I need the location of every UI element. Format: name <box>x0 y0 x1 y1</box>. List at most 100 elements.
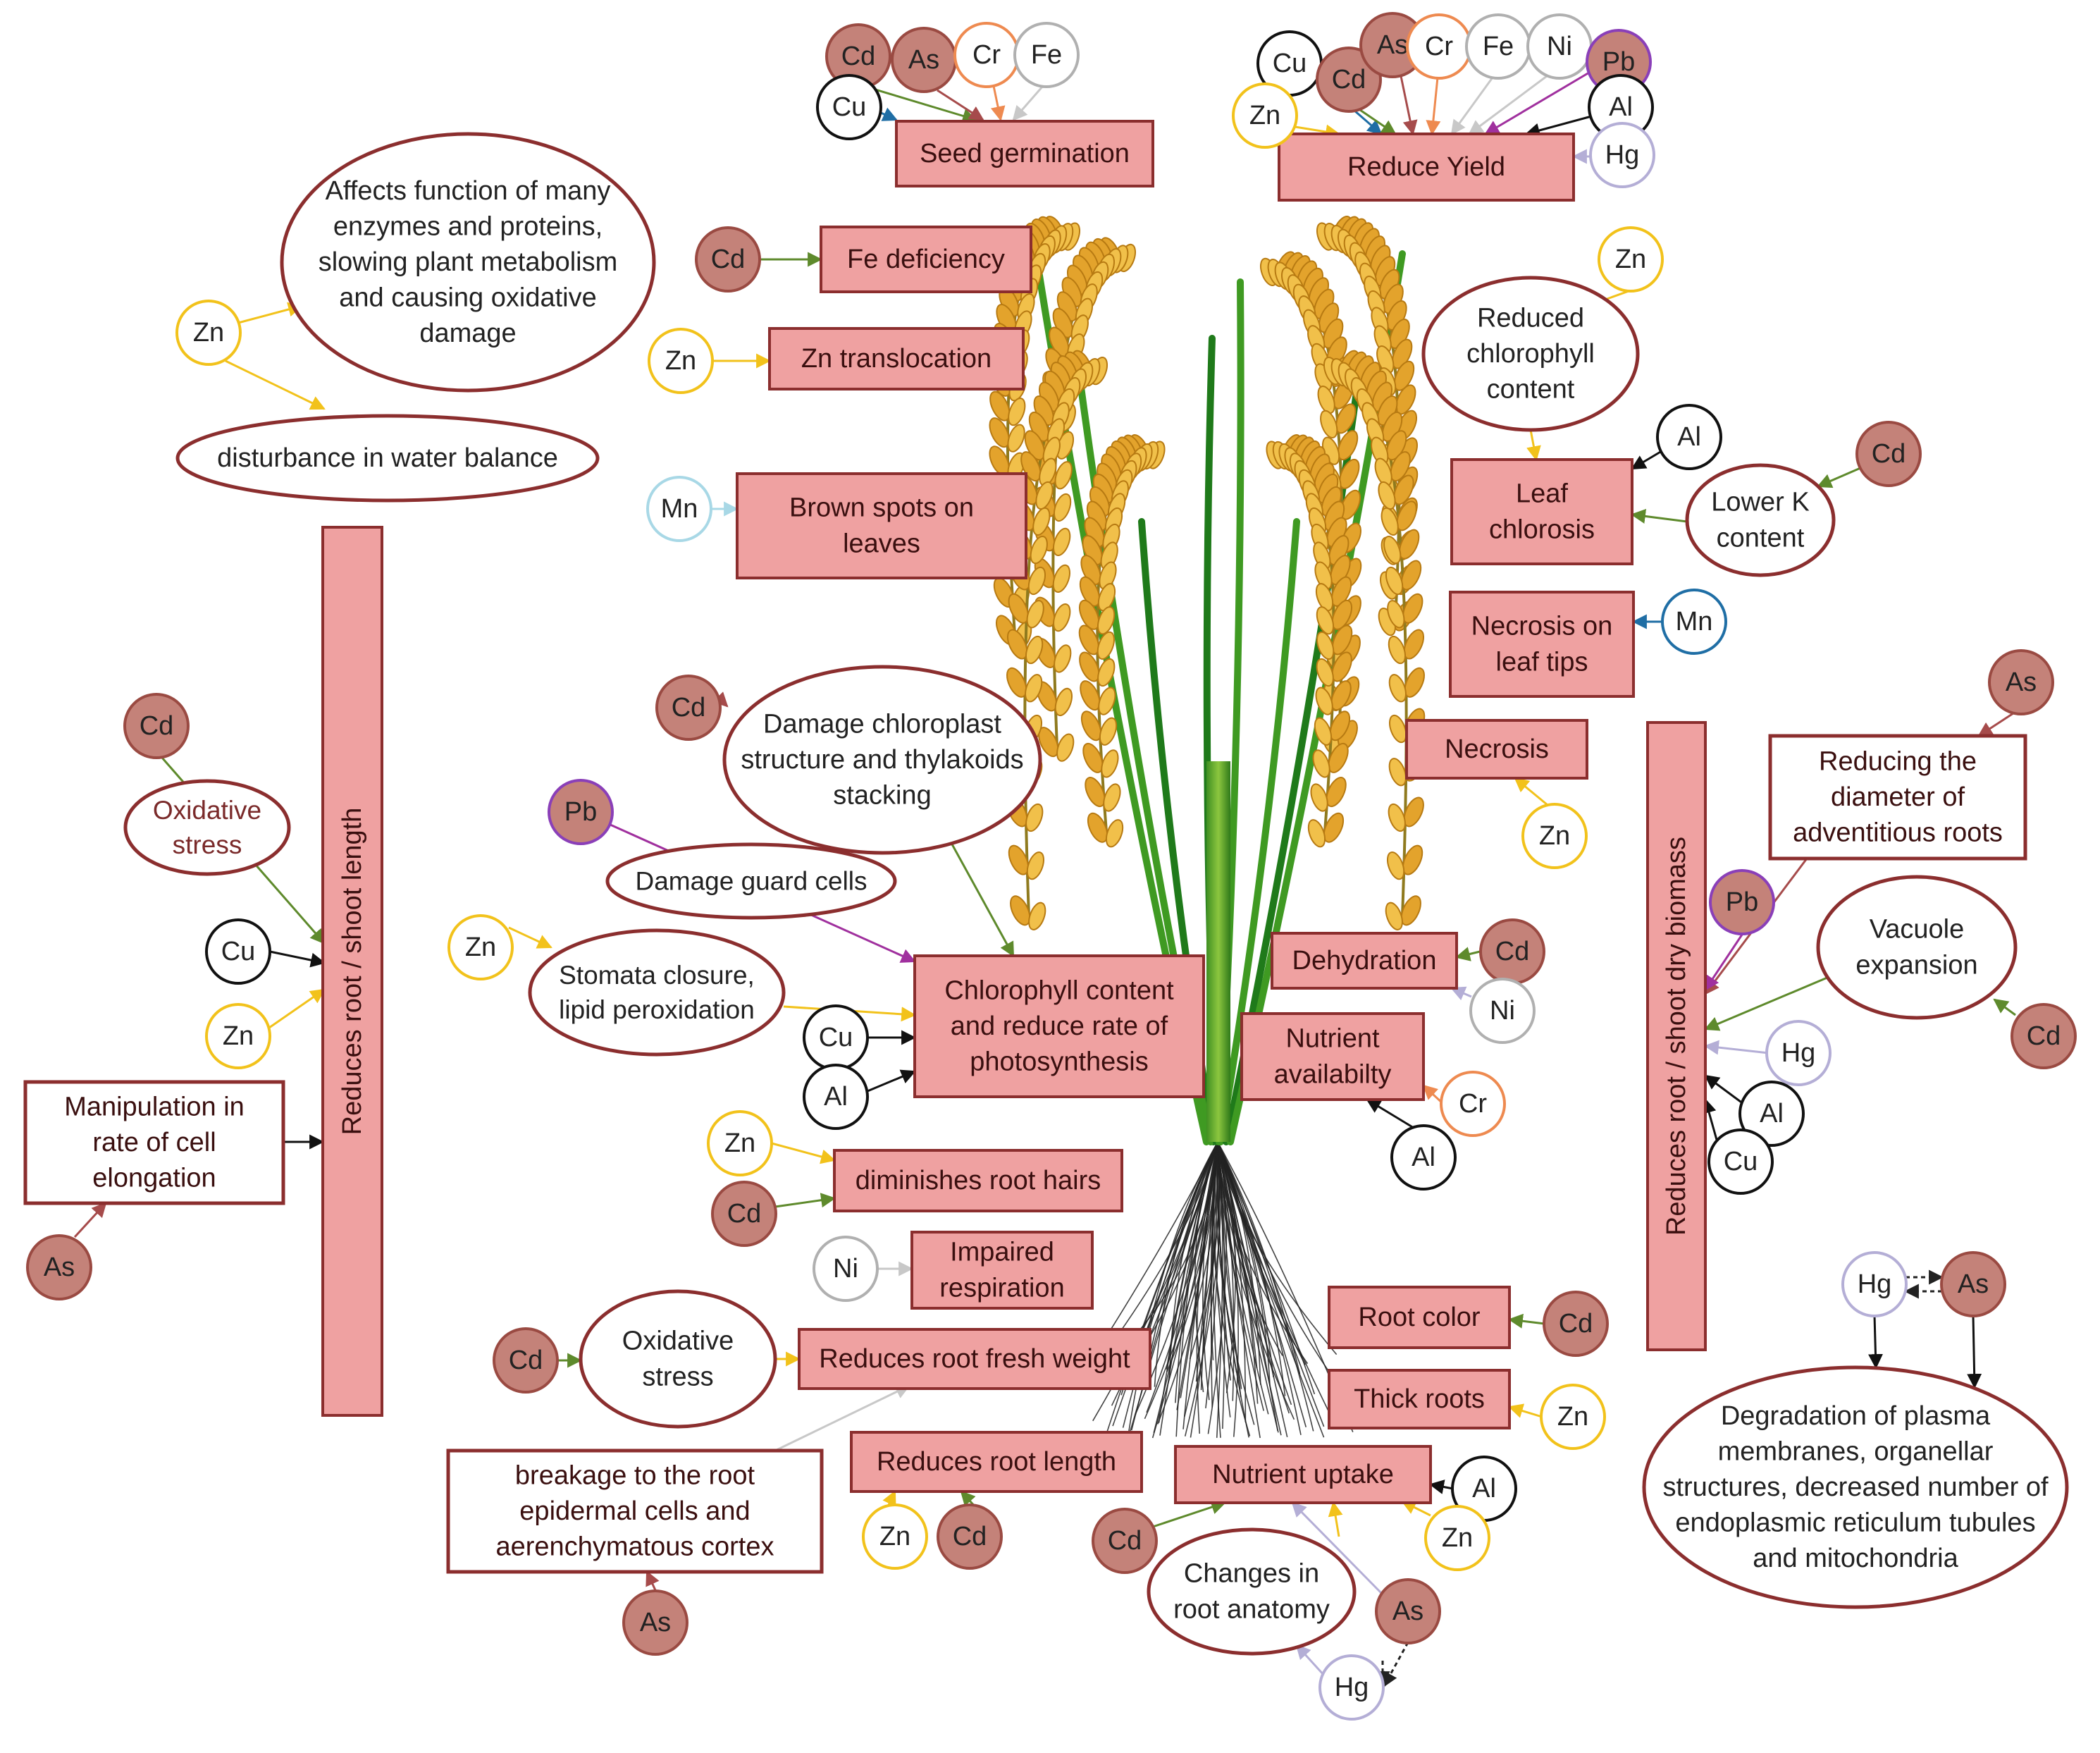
root-strand <box>1217 1141 1302 1435</box>
metal-label: Al <box>1760 1099 1784 1128</box>
impaired-respiration-text: respiration <box>939 1273 1064 1303</box>
metal-zn-circle: Zn <box>1540 1384 1606 1450</box>
connector-arrow <box>1704 1074 1744 1105</box>
metal-cr-circle: Cr <box>1406 13 1472 80</box>
connector-arrow <box>1152 1500 1226 1528</box>
root-strand <box>1217 1141 1290 1414</box>
root-strand <box>1217 1141 1242 1398</box>
metal-label: Cu <box>221 937 256 966</box>
metal-ni-circle: Ni <box>813 1236 879 1302</box>
metal-zn-circle: Zn <box>707 1110 773 1176</box>
degradation-text: and mitochondria <box>1753 1544 1958 1573</box>
metal-label: Hg <box>1858 1269 1892 1299</box>
connector-arrow <box>1012 85 1044 121</box>
metal-label: Ni <box>1547 32 1572 61</box>
dehydration-text: Dehydration <box>1292 946 1437 976</box>
metal-label: Cu <box>832 92 867 122</box>
metal-label: Al <box>1609 92 1633 122</box>
effect-box-fe-deficiency: Fe deficiency <box>820 226 1032 293</box>
connector-arrow <box>646 1570 660 1591</box>
photosynthesis-text: photosynthesis <box>970 1047 1149 1077</box>
reduces-root-shoot-biomass-text: Reduces root / shoot dry biomass <box>1662 837 1691 1236</box>
connector-arrow <box>1484 69 1593 135</box>
connector-arrow <box>1631 450 1662 470</box>
effect-box-zn-translocation: Zn translocation <box>768 327 1025 390</box>
connector-arrow <box>269 950 326 968</box>
cell-elongation-text: elongation <box>92 1164 216 1193</box>
root-strand <box>1217 1141 1333 1377</box>
metal-cd-circle: Cd <box>1092 1508 1158 1574</box>
root-strand <box>1217 1141 1301 1374</box>
root-strand <box>1182 1141 1218 1429</box>
panicle <box>1078 434 1166 848</box>
metal-label: As <box>1377 30 1408 60</box>
oxidative-stress-left-text: Oxidative <box>153 796 261 825</box>
metal-pb-circle: Pb <box>1709 869 1775 935</box>
metal-cd-circle: Cd <box>1316 47 1382 113</box>
metal-zn-circle: Zn <box>447 914 514 980</box>
effect-box-reduce-yield: Reduce Yield <box>1278 133 1575 202</box>
metal-cd-circle: Cd <box>655 675 722 741</box>
main-stem <box>1206 761 1230 1142</box>
effect-box-nutrient-uptake: Nutrient uptake <box>1174 1445 1432 1504</box>
metal-label: Cd <box>1332 65 1366 94</box>
root-strand <box>1217 1141 1316 1395</box>
metal-pb-circle: Pb <box>1586 29 1652 95</box>
connector-arrow <box>1526 429 1541 462</box>
connector-arrow <box>1630 508 1688 524</box>
metal-label: Cd <box>1108 1526 1142 1556</box>
stem-leaf <box>1217 518 1300 1145</box>
damage-chloroplast-text: Damage chloroplast <box>763 709 1001 739</box>
metal-label: Al <box>1412 1143 1435 1172</box>
vacuole-text: expansion <box>1855 950 1977 980</box>
connector-arrow <box>867 86 978 123</box>
effect-ellipse-damage-guard-cells: Damage guard cells <box>605 842 897 920</box>
metal-label: Cr <box>1459 1089 1487 1119</box>
degradation-text: structures, decreased number of <box>1662 1472 2048 1502</box>
metal-mn-circle: Mn <box>646 476 712 542</box>
metal-label: Fe <box>1031 40 1062 70</box>
metal-cu-circle: Cu <box>816 74 882 140</box>
stomata-closure-text: Stomata closure, <box>559 961 755 990</box>
effect-box-root-length: Reduces root length <box>850 1431 1143 1493</box>
adventitious-roots-text: Reducing the <box>1819 746 1977 776</box>
lower-k-text: content <box>1717 523 1805 553</box>
reduced-chlorophyll-text: Reduced <box>1477 303 1584 333</box>
photosynthesis-text: and reduce rate of <box>951 1011 1168 1041</box>
water-balance-text: disturbance in water balance <box>217 443 558 473</box>
photosynthesis-text: Chlorophyll content <box>944 976 1174 1005</box>
degradation-text: membranes, organellar <box>1718 1437 1994 1466</box>
metal-cu-circle: Cu <box>205 918 271 985</box>
metal-label: Cd <box>1495 937 1530 966</box>
effect-box-necrosis: Necrosis <box>1405 719 1588 780</box>
metal-label: As <box>908 45 939 75</box>
adventitious-roots-text: diameter of <box>1831 782 1965 812</box>
metal-label: Cd <box>727 1199 762 1229</box>
reduced-chlorophyll-text: content <box>1487 375 1575 405</box>
metal-zn-circle: Zn <box>1521 803 1588 869</box>
connector-arrow <box>937 89 984 121</box>
metal-label: Zn <box>1539 821 1570 851</box>
metal-label: Cd <box>841 42 876 71</box>
effect-box-root-color: Root color <box>1328 1286 1511 1349</box>
metal-cd-circle: Cd <box>1855 421 1922 487</box>
metal-zn-circle: Zn <box>175 300 242 366</box>
effect-ellipse-water-balance: disturbance in water balance <box>175 414 600 503</box>
metal-as-circle: As <box>1359 12 1426 78</box>
zn-translocation-text: Zn translocation <box>801 344 992 374</box>
connector-arrow <box>867 1069 916 1093</box>
metal-ni-circle: Ni <box>1526 13 1593 80</box>
connector-arrow <box>1967 1315 1982 1389</box>
root-strand <box>1217 1141 1295 1420</box>
metal-label: Cd <box>140 711 174 741</box>
connector-arrow <box>1704 934 1743 991</box>
effect-box-dehydration: Dehydration <box>1271 932 1458 990</box>
effect-box-thick-roots: Thick roots <box>1328 1369 1511 1429</box>
